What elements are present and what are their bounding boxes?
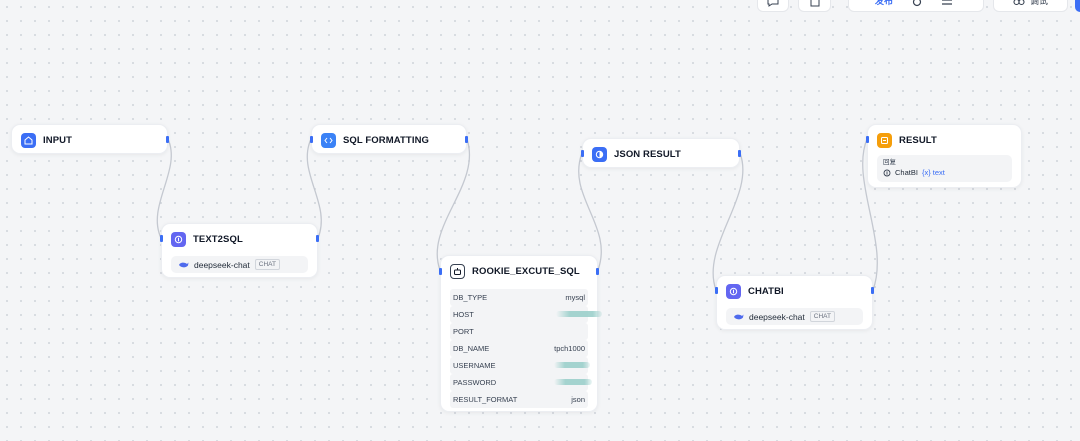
whale-icon [179,262,189,267]
node-json-result[interactable]: JSON RESULT [581,138,741,168]
debug-icon [1013,0,1025,6]
robot-node-icon [450,263,465,279]
input-handle[interactable] [439,268,442,275]
code-node-icon [321,132,336,148]
param-key: USERNAME [453,361,496,370]
whale-icon [734,314,744,319]
param-table: DB_TYPE mysql HOST PORT DB_NAME tpch1000… [450,289,602,408]
param-value: tpch1000 [554,344,585,353]
node-title: RESULT [899,134,937,146]
checklist-icon[interactable] [941,0,953,7]
param-row: USERNAME [450,357,590,374]
model-name: deepseek-chat [749,311,805,322]
result-node-icon [877,132,892,148]
redaction-mark [556,311,602,317]
param-key: PASSWORD [453,378,497,387]
input-handle[interactable] [581,150,584,157]
node-title: CHATBI [748,285,784,297]
model-tag: CHAT [809,311,835,322]
node-title: JSON RESULT [614,148,681,160]
output-handle[interactable] [166,136,169,143]
param-row: DB_NAME tpch1000 [450,340,588,357]
node-text2sql[interactable]: TEXT2SQL deepseek-chat CHAT [160,223,319,278]
param-key: HOST [453,310,474,319]
output-handle[interactable] [316,235,319,242]
edge-rookie-jsonresult [578,152,602,271]
node-title: SQL FORMATTING [343,134,430,146]
redaction-mark [554,362,590,368]
node-input[interactable]: INPUT [11,124,169,154]
document-icon [810,0,819,7]
param-row: HOST [450,306,602,323]
model-name: deepseek-chat [194,259,250,270]
node-result[interactable]: RESULT 回复 ChatBI {x} text [866,124,1022,188]
toolbar-edge-button[interactable] [1075,0,1080,12]
edge-sqlformat-rookie [436,138,470,271]
node-title: INPUT [43,134,72,146]
result-variable[interactable]: ChatBI {x} text [883,167,1006,179]
llm-node-icon [171,231,186,247]
output-handle[interactable] [738,150,741,157]
doc-button[interactable] [798,0,831,12]
param-value: json [571,395,585,404]
param-key: DB_NAME [453,344,490,353]
comment-button[interactable] [757,0,789,12]
gear-icon[interactable] [911,0,923,7]
output-handle[interactable] [871,287,874,294]
param-row: PASSWORD [450,374,592,391]
node-chatbi[interactable]: CHATBI deepseek-chat CHAT [715,275,874,330]
llm-small-icon [883,169,891,177]
param-row: RESULT_FORMAT json [450,391,588,408]
node-title: TEXT2SQL [193,233,243,245]
result-source: ChatBI [895,168,918,177]
result-var-tag: {x} text [921,168,945,177]
model-selector[interactable]: deepseek-chat CHAT [171,256,308,273]
param-key: RESULT_FORMAT [453,395,518,404]
debug-label: 调试 [1029,0,1048,6]
input-handle[interactable] [866,136,869,143]
param-key: PORT [453,327,474,336]
model-selector[interactable]: deepseek-chat CHAT [726,308,863,325]
comment-icon [767,0,779,7]
node-rookie-excute-sql[interactable]: ROOKIE_EXCUTE_SQL DB_TYPE mysql HOST POR… [439,255,602,412]
param-row: PORT [450,323,588,340]
input-node-icon [21,132,36,148]
json-node-icon [592,146,607,162]
publish-button[interactable]: 发布 [875,0,894,6]
edge-jsonresult-chatbi [712,152,744,291]
node-title: ROOKIE_EXCUTE_SQL [472,265,580,277]
publish-toolbar-group: 发布 [848,0,984,12]
node-sql-formatting[interactable]: SQL FORMATTING [310,124,468,154]
param-value: mysql [565,293,585,302]
param-key: DB_TYPE [453,293,488,302]
result-label: 回复 [883,159,896,166]
input-handle[interactable] [160,235,163,242]
output-handle[interactable] [596,268,599,275]
output-handle[interactable] [465,136,468,143]
param-row: DB_TYPE mysql [450,289,588,306]
llm-node-icon [726,283,741,299]
debug-button[interactable]: 调试 [993,0,1068,12]
model-tag: CHAT [254,259,280,270]
redaction-mark [554,379,592,385]
input-handle[interactable] [715,287,718,294]
input-handle[interactable] [310,136,313,143]
result-output-box: 回复 ChatBI {x} text [877,155,1012,182]
